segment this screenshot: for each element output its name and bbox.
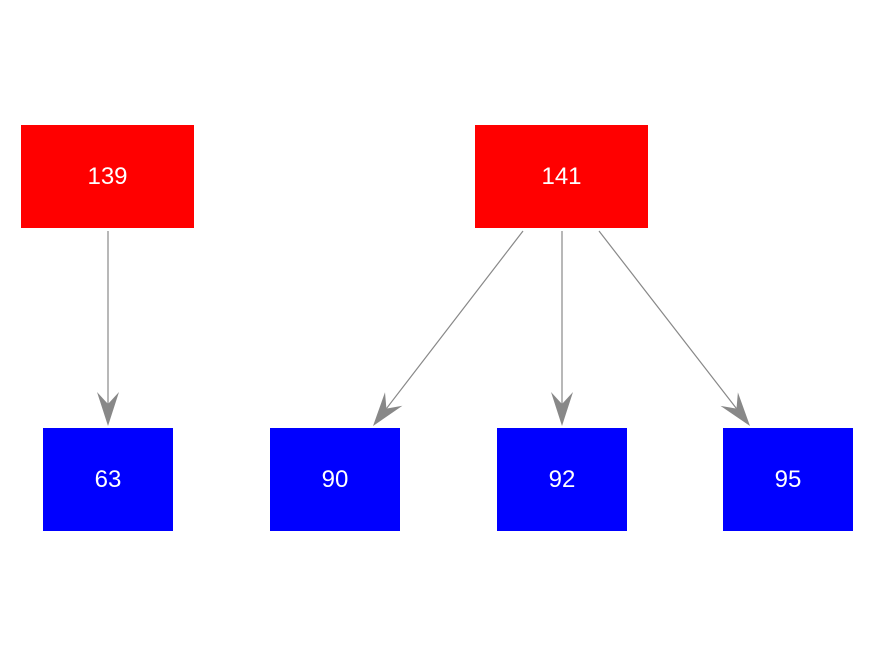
arrowhead xyxy=(551,392,573,426)
node-139: 139 xyxy=(21,125,194,228)
node-95: 95 xyxy=(723,428,853,531)
arrowhead xyxy=(97,392,119,426)
node-92: 92 xyxy=(497,428,627,531)
node-141: 141 xyxy=(475,125,648,228)
edge-line xyxy=(598,230,738,409)
edge-n141-n90 xyxy=(373,230,524,426)
edge-line xyxy=(385,230,524,409)
edge-n139-n63 xyxy=(97,231,119,426)
node-63: 63 xyxy=(43,428,173,531)
arrowhead xyxy=(373,392,403,426)
arrowhead xyxy=(720,392,750,426)
edge-n141-n92 xyxy=(551,231,573,426)
edge-n141-n95 xyxy=(598,230,750,426)
node-90: 90 xyxy=(270,428,400,531)
